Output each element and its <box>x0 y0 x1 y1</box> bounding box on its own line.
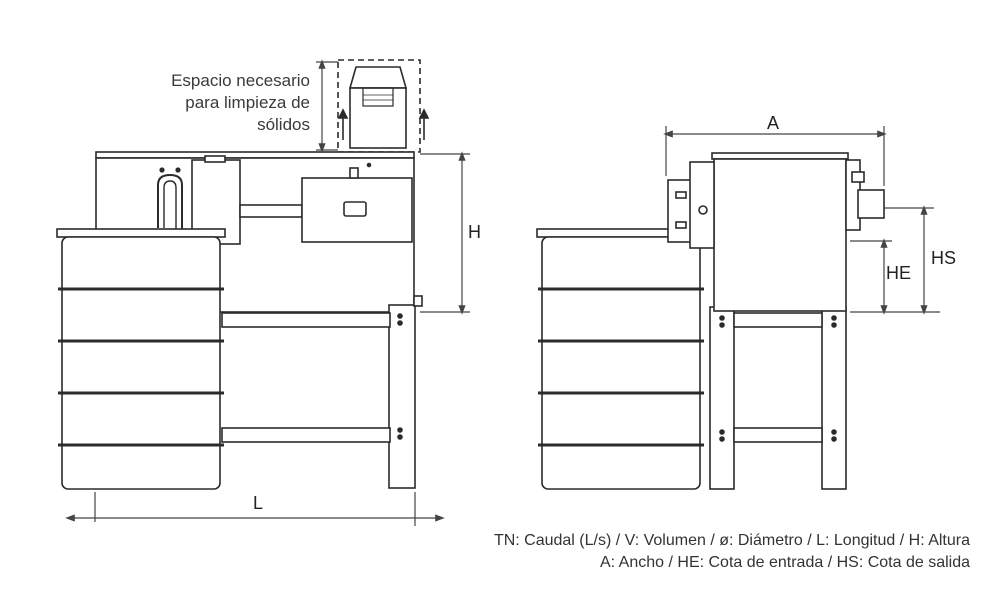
cleaning-space-label-line3: sólidos <box>257 115 310 134</box>
tank-housing-front <box>713 158 847 312</box>
cleaning-space-label-line1: Espacio necesario <box>171 71 310 90</box>
drum-front <box>541 236 701 490</box>
cleaning-space-label-line2: para limpieza de <box>185 93 310 112</box>
stand-leg <box>388 304 416 489</box>
basket-handle <box>348 66 408 89</box>
side-dimensions <box>65 59 470 526</box>
stand-leg-left <box>709 306 735 490</box>
stand-leg-right <box>821 306 847 490</box>
top-lid <box>95 151 415 159</box>
drum-lid <box>56 228 226 238</box>
front-view <box>536 152 885 490</box>
side-view <box>56 59 430 490</box>
basket-body <box>349 87 407 149</box>
dimension-A-label: A <box>767 113 780 133</box>
outlet-flange <box>857 189 885 219</box>
drum <box>61 236 221 490</box>
front-dimensions <box>663 126 940 315</box>
legend: TN: Caudal (L/s) / V: Volumen / ø: Diáme… <box>494 530 970 574</box>
legend-line1: TN: Caudal (L/s) / V: Volumen / ø: Diáme… <box>493 532 970 549</box>
top-lid-front <box>711 152 849 160</box>
dimension-HS-label: HS <box>931 248 957 268</box>
dimension-H-label: H <box>468 222 481 242</box>
cleaning-space-label: Espacio necesario para limpieza de sólid… <box>120 70 310 136</box>
dimension-HE-label: HE <box>886 263 912 283</box>
dimension-L-label: L <box>253 493 264 513</box>
legend-line2: A: Ancho / HE: Cota de entrada / HS: Cot… <box>600 554 970 571</box>
motor-front <box>667 179 693 243</box>
